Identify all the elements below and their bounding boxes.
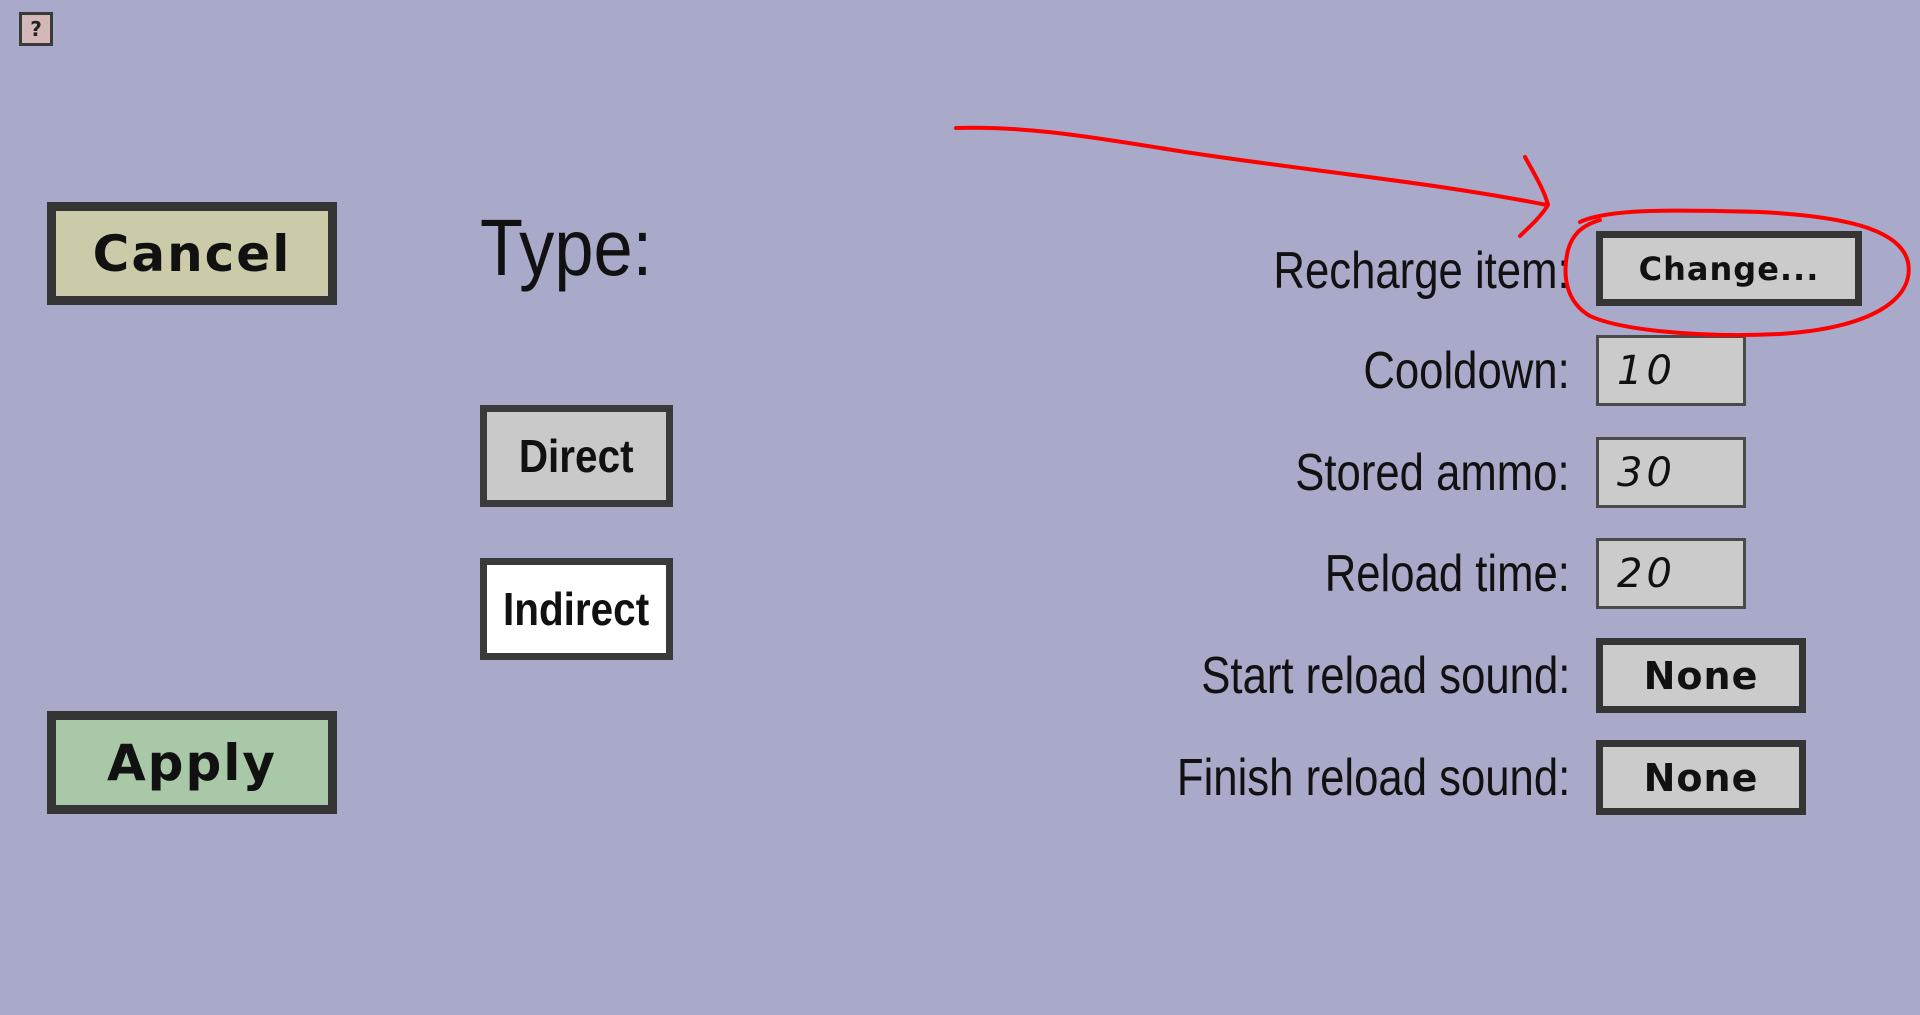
cooldown-input[interactable]: 10: [1596, 335, 1746, 406]
cooldown-label: Cooldown:: [1363, 342, 1570, 400]
type-direct-label: Direct: [519, 430, 634, 482]
apply-button[interactable]: Apply: [47, 711, 337, 814]
help-button[interactable]: ?: [19, 12, 53, 46]
start-reload-sound-label: Start reload sound:: [1200, 647, 1570, 705]
reload-time-input[interactable]: 20: [1596, 538, 1746, 609]
type-indirect-button[interactable]: Indirect: [480, 558, 673, 660]
finish-reload-sound-label: Finish reload sound:: [1176, 749, 1570, 807]
annotation-arrow-line: [954, 125, 1549, 207]
recharge-item-change-button[interactable]: Change...: [1596, 231, 1862, 306]
stored-ammo-input[interactable]: 30: [1596, 437, 1746, 508]
type-indirect-label: Indirect: [503, 583, 650, 635]
recharge-item-label: Recharge item:: [1273, 242, 1570, 300]
type-direct-button[interactable]: Direct: [480, 405, 673, 507]
type-label: Type:: [480, 203, 653, 292]
cancel-button[interactable]: Cancel: [47, 202, 337, 305]
question-icon: ?: [30, 17, 42, 41]
stored-ammo-label: Stored ammo:: [1295, 444, 1570, 502]
finish-reload-sound-button[interactable]: None: [1596, 740, 1806, 815]
annotation-arrow-head: [1518, 155, 1550, 238]
reload-time-label: Reload time:: [1324, 545, 1570, 603]
start-reload-sound-button[interactable]: None: [1596, 638, 1806, 713]
